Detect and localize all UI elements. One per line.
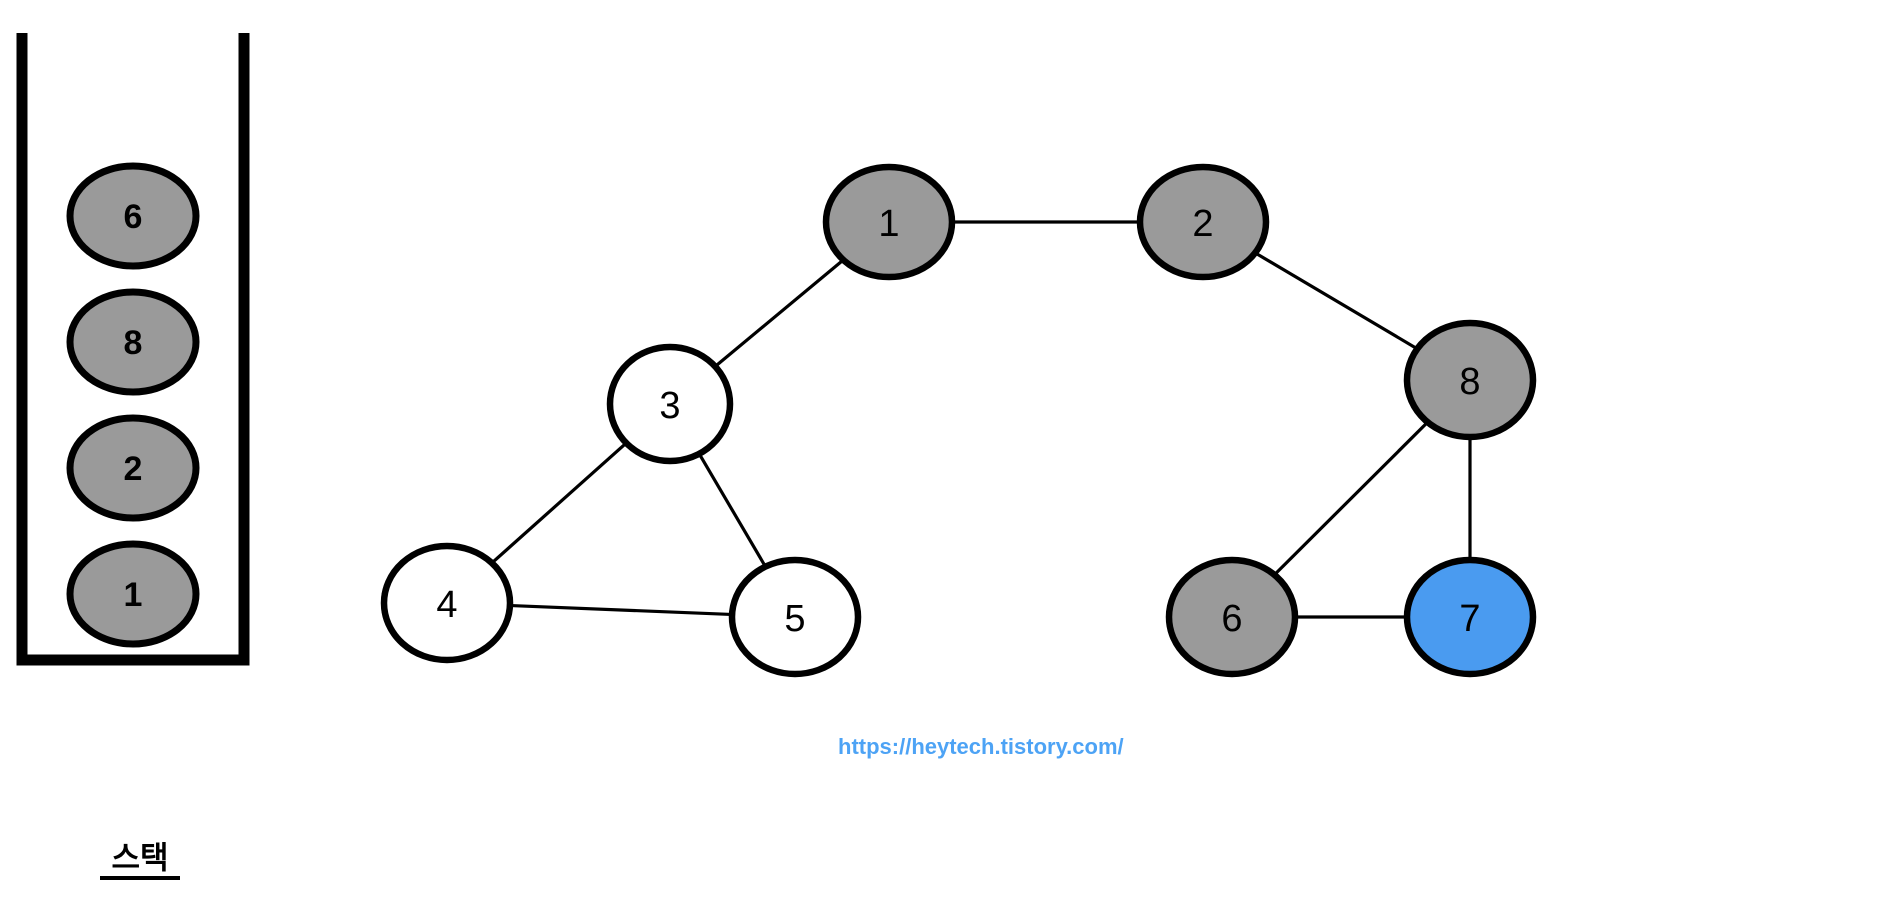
graph-edge-4-5 — [507, 603, 735, 617]
stack-item-label-8: 8 — [124, 324, 143, 362]
graph-node-label-8: 8 — [1459, 361, 1480, 403]
graph-edge-1-3 — [712, 257, 846, 369]
stack-item-label-1: 1 — [124, 576, 143, 614]
graph-node-label-7: 7 — [1459, 598, 1480, 640]
stack-item-1 — [66, 540, 200, 648]
stack-item-label-6: 6 — [124, 198, 143, 236]
stack-item-6 — [66, 162, 200, 270]
graph-node-7[interactable] — [1403, 556, 1537, 678]
graph-node-label-3: 3 — [659, 385, 680, 427]
graph-node-4[interactable] — [380, 542, 514, 664]
graph-illustration: 1 2 3 4 5 6 7 8 — [380, 163, 1537, 678]
graph-node-1[interactable] — [822, 163, 956, 281]
graph-edges-group — [489, 220, 1472, 619]
graph-node-label-6: 6 — [1221, 598, 1242, 640]
graph-node-5[interactable] — [728, 556, 862, 678]
graph-edge-3-4 — [489, 440, 629, 566]
graph-edge-2-8 — [1252, 250, 1420, 352]
stack-caption-label: 스택 — [111, 841, 168, 876]
graph-node-label-4: 4 — [436, 584, 457, 626]
graph-node-2[interactable] — [1136, 163, 1270, 281]
stack-items-group: 6 8 2 1 — [66, 162, 200, 648]
graph-node-label-2: 2 — [1192, 203, 1213, 245]
stack-item-8 — [66, 288, 200, 396]
graph-node-6[interactable] — [1165, 556, 1299, 678]
graph-node-label-5: 5 — [784, 598, 805, 640]
graph-nodes-group: 1 2 3 4 5 6 7 8 — [380, 163, 1537, 678]
watermark-url: https://heytech.tistory.com/ — [838, 734, 1124, 759]
graph-node-8[interactable] — [1403, 319, 1537, 441]
stack-item-2 — [66, 414, 200, 522]
stack-item-label-2: 2 — [124, 450, 143, 488]
graph-node-label-1: 1 — [878, 203, 899, 245]
graph-node-3[interactable] — [606, 343, 734, 465]
stack-container-outline — [16, 33, 250, 666]
stack-illustration: 6 8 2 1 스택 — [16, 33, 250, 880]
graph-edge-8-6 — [1271, 419, 1431, 578]
graph-edge-3-5 — [696, 451, 768, 570]
